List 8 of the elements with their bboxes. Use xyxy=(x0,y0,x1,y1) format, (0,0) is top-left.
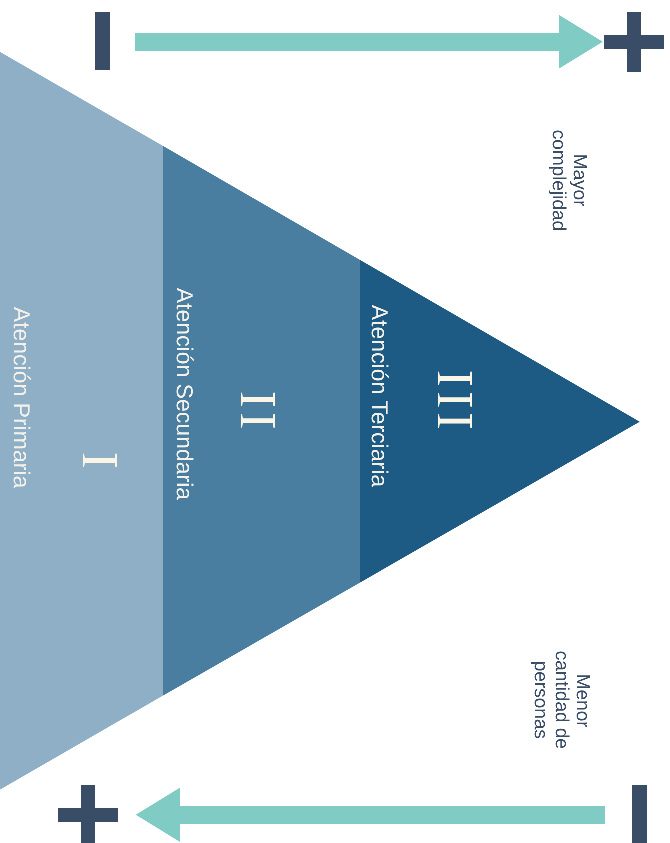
level-label: Atención Terciaria xyxy=(366,305,393,488)
level-label: Atención Secundaria xyxy=(171,288,198,500)
axis-caption: Mayor complejidad xyxy=(548,128,590,234)
level-label: Atención Primaria xyxy=(8,307,35,489)
level-numeral: I xyxy=(70,452,129,474)
axis-caption: Menor cantidad de personas xyxy=(530,650,593,752)
level-numeral: III xyxy=(425,370,484,434)
level-numeral: II xyxy=(228,391,287,434)
